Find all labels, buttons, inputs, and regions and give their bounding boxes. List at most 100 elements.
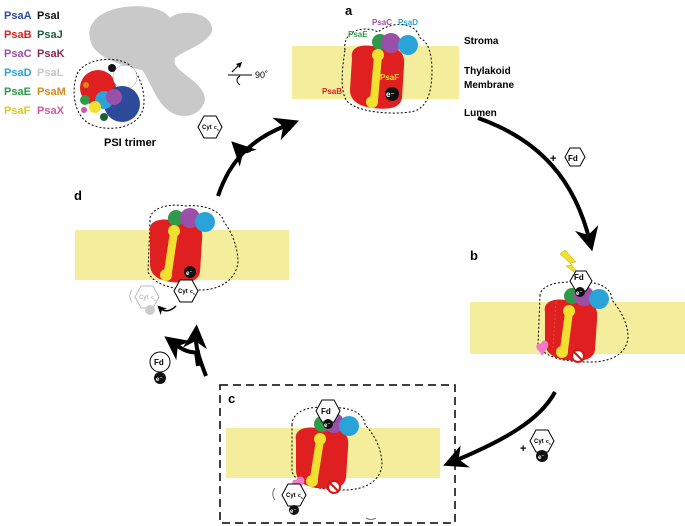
release-cyt-top-main: Cyt [202,125,212,131]
legend-psaL: PsaL [37,67,64,79]
panel-a-outline [341,24,433,114]
membrane-label-2: Membrane [464,80,514,91]
panel-a-letter: a [345,3,353,18]
panel-a-psaF-stalk [370,52,382,104]
legend-psaC: PsaC [4,48,32,60]
legend-psaE: PsaE [4,86,31,98]
release-fd-electron-label: e⁻ [156,377,163,383]
panel-a-psaD [398,35,418,55]
trimer-psaI [108,64,116,72]
add-fd-plus: + [550,153,556,165]
panel-c-psaF-bottom [306,475,318,487]
add-fd-step: + Fd [550,147,586,167]
legend-psaK: PsaK [37,48,65,60]
panel-c-fd-label: Fd [321,407,331,416]
release-fd-electron [154,372,166,384]
release-cyt-top-subsub: 6 [217,128,219,132]
add-cyt-step: + Cyt c 6 e⁻ [520,429,555,462]
panel-d-psaF-stalk [164,228,178,276]
add-cyt-plus: + [520,443,526,455]
subunit-legend: PsaA PsaI PsaB PsaJ PsaC PsaK PsaD PsaL … [4,10,66,117]
panel-d-psaF-top [168,225,180,237]
arrow-d-to-a [216,117,300,197]
panel-d-psaF-bottom [160,269,172,281]
stroma-label: Stroma [464,36,499,47]
blocked-icon-slash [329,482,339,492]
add-cyt-hexagon [529,429,555,453]
panel-a: a Stroma Thylakoid Membrane Lumen e⁻ Psa… [292,3,514,119]
trimer-psaJ [100,113,108,121]
panel-a-psaE-label: PsaE [348,30,368,39]
legend-psaA: PsaA [4,10,32,22]
panel-d-psaD [195,212,215,232]
panel-a-electron-label: e⁻ [386,90,395,99]
panel-a-psaC-label: PsaC [372,18,392,27]
panel-c-psaD [339,416,359,436]
panel-a-electron [385,87,399,101]
panel-c-electron-top [323,419,333,429]
panel-c-motion-mark-2 [365,517,377,520]
release-cyt-main: Cyt [139,295,149,301]
panel-b-psaX-heart [536,340,549,356]
panel-b-electron [575,287,585,297]
panel-d-cyt-subsub: 6 [193,292,195,296]
panel-d-electron-label: e⁻ [186,271,193,277]
arrow-junction [194,351,200,367]
panel-d-psaC [180,208,200,228]
panel-c-psaF-top [314,433,326,445]
arrow-c-to-d [164,324,208,377]
panel-b-letter: b [470,248,478,263]
legend-psaX: PsaX [37,105,65,117]
add-fd-hexagon [564,147,586,167]
blocked-icon-slash [573,351,583,361]
panel-a-psaF-label: PsaF [380,73,399,82]
panel-d-electron [184,266,196,278]
panel-b-psaD [589,289,609,309]
panel-c-electron-bottom-label: e⁻ [290,509,297,515]
trimer-psaL [112,64,138,90]
panel-b-psaF-stalk [560,308,573,354]
panel-a-psaF-top [372,49,384,61]
panel-c-fd-hexagon [315,399,341,423]
panel-b-fd-hexagon [569,270,593,292]
release-fd-step: Fd e⁻ [149,351,171,384]
light-bolt-icon [559,249,583,279]
panel-c-cyt-sub: c [298,493,301,499]
panel-d: d e⁻ Cyt c 6 Cyt c 6 [74,188,289,315]
panel-c-psaF-stalk [310,436,324,482]
trimer-label: PSI trimer [104,137,157,149]
trimer-psaF [89,101,101,113]
panel-c-electron-top-label: e⁻ [324,423,331,429]
panel-d-released-electron [145,305,155,315]
trimer-monomer-outline [73,58,145,129]
panel-c-letter: c [228,391,235,406]
legend-psaJ: PsaJ [37,29,63,41]
panel-b-fd-label: Fd [574,273,584,282]
add-cyt-subsub: 6 [549,442,551,446]
release-cyt-top-sub: c [214,125,217,131]
arrow-c-to-d-main [183,324,208,377]
add-cyt-electron [536,450,548,462]
trimer-psaC [106,89,122,105]
panel-a-psaD-label: PsaD [398,18,418,27]
panel-b-psaB [544,299,598,361]
panel-c-frame [219,384,456,524]
add-fd-label: Fd [568,154,578,163]
panel-d-letter: d [74,188,82,203]
add-cyt-sub: c [546,439,549,445]
panel-c: c Fd e⁻ Cyt c 6 e⁻ [219,384,456,524]
trimer-psaX [81,107,87,113]
panel-a-psaC [381,33,401,53]
panel-b: b Fd e⁻ [470,248,685,363]
arrow-a-to-b [477,116,599,252]
rotation-label: 90˚ [255,70,268,80]
panel-c-cyt-main: Cyt [286,493,296,499]
panel-a-psaB-label: PsaB [322,87,342,96]
panel-c-motion-mark [272,487,276,501]
release-fd-label: Fd [154,358,164,367]
membrane-label-1: Thylakoid [464,66,511,77]
trimer-psaE [80,95,90,105]
panel-c-cyt-hexagon [281,483,307,507]
psi-trimer-illustration: PSI trimer [73,6,213,149]
